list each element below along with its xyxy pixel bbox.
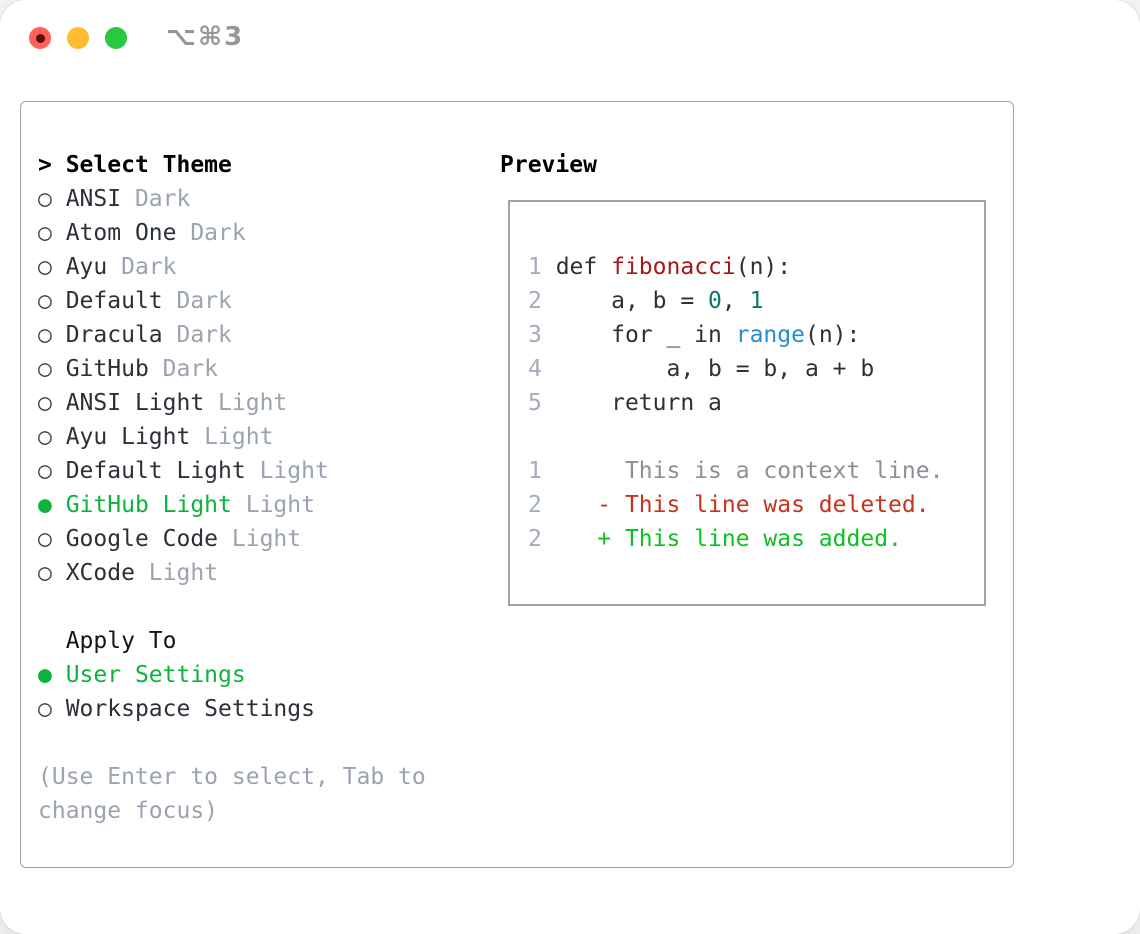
- radio-icon: ○: [38, 526, 66, 552]
- apply-option-label: User Settings: [65, 662, 246, 688]
- line-number: 2: [528, 288, 542, 314]
- line-number: 1: [528, 458, 542, 484]
- theme-option-ayu-dark[interactable]: ○ Ayu Dark: [38, 250, 426, 284]
- preview-code: 1 def fibonacci(n): 2 a, b = 0, 1 3 for …: [528, 250, 943, 556]
- radio-icon: ○: [38, 560, 66, 586]
- apply-to-header: Apply To: [38, 624, 426, 658]
- theme-option-default-dark[interactable]: ○ Default Dark: [38, 284, 426, 318]
- radio-icon: ○: [38, 220, 66, 246]
- theme-option-ayu-light[interactable]: ○ Ayu Light Light: [38, 420, 426, 454]
- minimize-button[interactable]: [67, 27, 89, 49]
- theme-variant: Dark: [107, 254, 177, 280]
- builtin-token: range: [735, 322, 805, 348]
- apply-to-label: Apply To: [38, 628, 177, 654]
- theme-variant: Light: [245, 458, 329, 484]
- radio-icon: ○: [38, 356, 66, 382]
- blank-line: [528, 420, 943, 454]
- line-number: 3: [528, 322, 542, 348]
- function-name-token: fibonacci: [611, 254, 736, 280]
- line-number: 2: [528, 492, 542, 518]
- theme-option-github-dark[interactable]: ○ GitHub Dark: [38, 352, 426, 386]
- theme-name: GitHub Light: [65, 492, 232, 518]
- theme-name: Atom One: [65, 220, 177, 246]
- radio-icon: ○: [38, 458, 66, 484]
- theme-option-ansi-dark[interactable]: ○ ANSI Dark: [38, 182, 426, 216]
- theme-variant: Dark: [121, 186, 191, 212]
- line-number: 4: [528, 356, 542, 382]
- apply-option-label: Workspace Settings: [65, 696, 315, 722]
- theme-name: XCode: [65, 560, 135, 586]
- zoom-button[interactable]: [105, 27, 127, 49]
- code-line: 5 return a: [528, 390, 722, 416]
- radio-icon: ○: [38, 390, 66, 416]
- theme-variant: Light: [204, 390, 288, 416]
- code-line: 2 a, b = 0, 1: [528, 288, 764, 314]
- cursor-icon: >: [38, 152, 66, 178]
- theme-variant: Dark: [176, 220, 246, 246]
- theme-option-ansi-light[interactable]: ○ ANSI Light Light: [38, 386, 426, 420]
- code-line: 3 for _ in range(n):: [528, 322, 861, 348]
- help-text-line-2: change focus): [38, 798, 219, 824]
- number-token: 0: [708, 288, 722, 314]
- preview-header: Preview: [500, 152, 597, 178]
- code-line: 1 def fibonacci(n):: [528, 254, 792, 280]
- radio-icon: ○: [38, 322, 66, 348]
- theme-option-dracula-dark[interactable]: ○ Dracula Dark: [38, 318, 426, 352]
- radio-icon: ○: [38, 254, 66, 280]
- diff-deleted-line: 2 - This line was deleted.: [528, 492, 930, 518]
- theme-option-xcode[interactable]: ○ XCode Light: [38, 556, 426, 590]
- radio-selected-icon: ●: [38, 662, 66, 688]
- theme-name: GitHub: [65, 356, 149, 382]
- theme-option-github-light[interactable]: ● GitHub Light Light: [38, 488, 426, 522]
- theme-variant: Dark: [148, 356, 219, 382]
- theme-name: ANSI Light: [65, 390, 205, 416]
- line-number: 5: [528, 390, 542, 416]
- diff-added-line: 2 + This line was added.: [528, 526, 902, 552]
- theme-list: > Select Theme ○ ANSI Dark ○ Atom One Da…: [38, 148, 426, 828]
- theme-name: ANSI: [65, 186, 122, 212]
- line-number: 2: [528, 526, 542, 552]
- theme-name: Default Light: [65, 458, 246, 484]
- apply-option-workspace-settings[interactable]: ○ Workspace Settings: [38, 692, 426, 726]
- radio-icon: ○: [38, 696, 66, 722]
- radio-icon: ○: [38, 288, 66, 314]
- select-theme-header: > Select Theme: [38, 148, 426, 182]
- theme-name: Ayu: [65, 254, 108, 280]
- window-title: ⌥⌘3: [166, 22, 245, 52]
- close-button[interactable]: [29, 27, 51, 49]
- theme-option-default-light[interactable]: ○ Default Light Light: [38, 454, 426, 488]
- diff-context-line: 1 This is a context line.: [528, 458, 944, 484]
- select-theme-label: Select Theme: [65, 152, 232, 178]
- theme-name: Dracula: [65, 322, 163, 348]
- number-token: 1: [749, 288, 764, 314]
- apply-option-user-settings[interactable]: ● User Settings: [38, 658, 426, 692]
- theme-option-google-code[interactable]: ○ Google Code Light: [38, 522, 426, 556]
- theme-variant: Light: [134, 560, 219, 586]
- radio-icon: ○: [38, 186, 66, 212]
- theme-name: Default: [65, 288, 163, 314]
- theme-name: Google Code: [65, 526, 219, 552]
- theme-variant: Light: [218, 526, 302, 552]
- radio-selected-icon: ●: [38, 492, 66, 518]
- help-text-line-1: (Use Enter to select, Tab to: [38, 764, 426, 790]
- theme-variant: Dark: [162, 288, 232, 314]
- theme-variant: Light: [190, 424, 274, 450]
- preview-pane: 1 def fibonacci(n): 2 a, b = 0, 1 3 for …: [508, 200, 986, 606]
- line-number: 1: [528, 254, 542, 280]
- code-line: 4 a, b = b, a + b: [528, 356, 875, 382]
- theme-option-atom-one-dark[interactable]: ○ Atom One Dark: [38, 216, 426, 250]
- theme-variant: Dark: [162, 322, 232, 348]
- radio-icon: ○: [38, 424, 66, 450]
- theme-variant: Light: [231, 492, 315, 518]
- theme-name: Ayu Light: [65, 424, 191, 450]
